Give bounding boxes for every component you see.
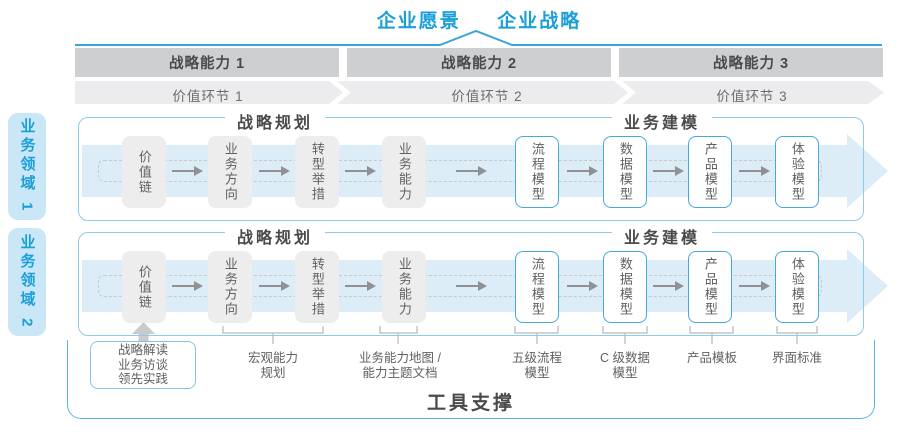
box-experience-model: 体验模型	[775, 251, 819, 323]
domain-tab-2: 业务领域 2	[8, 228, 46, 336]
box-business-direction: 业务方向	[208, 136, 252, 208]
capability-bar-2: 战略能力 2	[347, 48, 611, 77]
modeling-section-title: 业务建模	[611, 109, 713, 133]
annotation-line: 规划	[260, 366, 286, 380]
flow-arrow-icon	[456, 166, 487, 176]
value-chevron-segment-3	[622, 81, 884, 104]
annotation-line: 宏观能力	[247, 351, 299, 365]
annotation-line: 五级流程	[511, 351, 563, 365]
planning-section-title: 战略规划	[224, 109, 326, 133]
annotation-macro-capability: 宏观能力 规划	[248, 351, 298, 381]
annotation-line: 能力主题文档	[362, 366, 438, 380]
annotation-ui-standard: 界面标准	[772, 351, 822, 366]
value-link-label-3: 价值环节 3	[716, 89, 788, 104]
annotation-line: 界面标准	[771, 351, 823, 365]
flow-arrow-icon	[739, 281, 770, 291]
flow-arrow-icon	[739, 166, 770, 176]
flow-arrow-icon	[653, 281, 684, 291]
modeling-section-title: 业务建模	[611, 224, 713, 248]
flow-row-domain-1: 战略规划 业务建模 价值链 业务方向 转型举措 业务能力 流程模型 数据模型 产…	[78, 109, 888, 223]
box-product-model: 产品模型	[688, 136, 732, 208]
flow-arrow-icon	[456, 281, 487, 291]
practice-line: 领先实践	[117, 372, 168, 387]
annotation-product-template: 产品模板	[687, 351, 737, 366]
box-transformation: 转型举措	[295, 136, 339, 208]
dashed-track	[98, 160, 822, 182]
brace-macro-capability	[222, 326, 324, 344]
flow-arrow-icon	[567, 166, 598, 176]
vision-divider-line	[75, 29, 882, 46]
annotation-line: 模型	[612, 366, 638, 380]
flow-row-domain-2: 战略规划 业务建模 价值链 业务方向 转型举措 业务能力 流程模型 数据模型 产…	[78, 224, 888, 338]
flow-arrow-icon	[345, 166, 376, 176]
enterprise-vision-title: 企业愿景	[376, 11, 461, 32]
enterprise-strategy-title: 企业战略	[497, 11, 582, 32]
annotation-line: 模型	[524, 366, 550, 380]
flow-arrow-icon	[345, 281, 376, 291]
annotation-data-model: C 级数据 模型	[600, 351, 650, 381]
capability-bars: 战略能力 1 战略能力 2 战略能力 3	[75, 48, 883, 77]
row-frame	[78, 232, 864, 336]
annotation-capability-map: 业务能力地图 / 能力主题文档	[359, 351, 441, 381]
box-product-model: 产品模型	[688, 251, 732, 323]
value-chevron-segment-2	[337, 81, 628, 104]
practice-annotation-box: 战略解读 业务访谈 领先实践	[90, 341, 196, 389]
annotation-line: 业务能力地图 /	[359, 351, 441, 365]
tool-support-frame: 工具支撑	[67, 340, 875, 419]
annotation-line: C 级数据	[599, 351, 651, 365]
box-business-capability: 业务能力	[382, 251, 426, 323]
practice-line: 战略解读	[117, 342, 168, 357]
value-link-label-2: 价值环节 2	[451, 89, 523, 104]
up-arrow	[132, 322, 155, 341]
row-frame	[78, 117, 864, 221]
flow-arrow-icon	[653, 166, 684, 176]
annotation-process-model: 五级流程 模型	[512, 351, 562, 381]
brace-process-model	[514, 326, 559, 344]
box-data-model: 数据模型	[603, 136, 647, 208]
box-business-direction: 业务方向	[208, 251, 252, 323]
value-chevron-segment-1	[75, 81, 343, 104]
box-experience-model: 体验模型	[775, 136, 819, 208]
practice-line: 业务访谈	[117, 357, 168, 372]
header: 企业愿景 企业战略	[75, 6, 883, 33]
annotation-line: 产品模板	[686, 351, 738, 365]
dashed-track	[98, 275, 822, 297]
box-process-model: 流程模型	[515, 251, 559, 323]
brace-capability-map	[379, 326, 418, 344]
brace-data-model	[602, 326, 648, 344]
brace-ui-standard	[776, 326, 818, 344]
flow-arrow-icon	[172, 166, 203, 176]
flow-arrow-icon	[259, 281, 290, 291]
box-value-chain: 价值链	[122, 251, 166, 323]
flow-arrow-icon	[172, 281, 203, 291]
domain-tab-1: 业务领域 1	[8, 113, 46, 220]
capability-bar-1: 战略能力 1	[75, 48, 339, 77]
brace-product-template	[689, 326, 734, 344]
box-process-model: 流程模型	[515, 136, 559, 208]
flow-arrow-icon	[567, 281, 598, 291]
planning-section-title: 战略规划	[224, 224, 326, 248]
capability-bar-3: 战略能力 3	[619, 48, 883, 77]
value-link-label-1: 价值环节 1	[172, 89, 244, 104]
flow-arrow-icon	[259, 166, 290, 176]
box-data-model: 数据模型	[603, 251, 647, 323]
box-value-chain: 价值链	[122, 136, 166, 208]
box-transformation: 转型举措	[295, 251, 339, 323]
tool-support-title: 工具支撑	[426, 393, 515, 414]
annotation-braces	[222, 326, 818, 344]
box-business-capability: 业务能力	[382, 136, 426, 208]
